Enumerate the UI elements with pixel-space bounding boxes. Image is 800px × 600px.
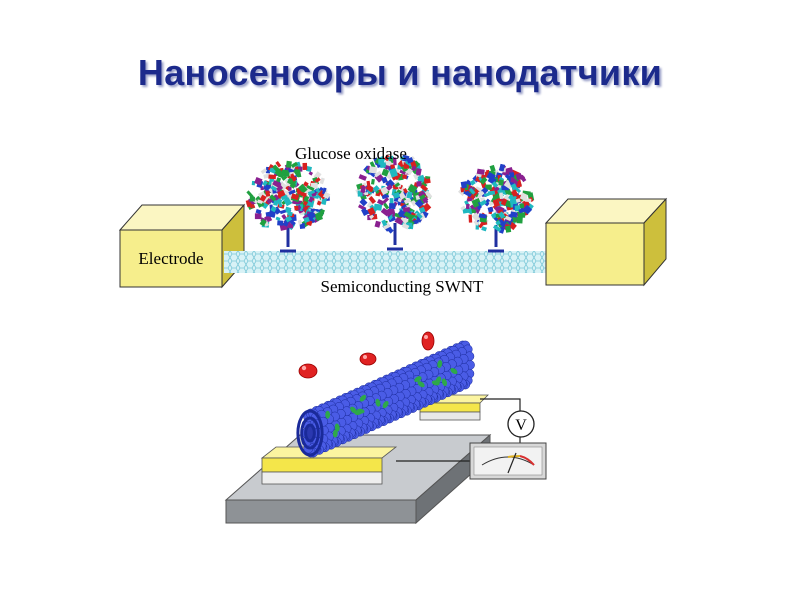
slide-title: Наносенсоры и нанодатчики: [137, 52, 663, 93]
analyte-molecules: [298, 331, 435, 379]
swnt-nanotube: [224, 251, 550, 273]
enzyme-stems: [280, 223, 504, 253]
attached-molecules: [325, 360, 458, 438]
carbon-nanotube: [296, 340, 475, 458]
glucose-oxidase-label: Glucose oxidase: [295, 144, 407, 163]
swnt-label: Semiconducting SWNT: [321, 277, 485, 296]
front-gold-electrode: [260, 446, 398, 485]
nanotube-fet-sensor: V: [224, 331, 547, 525]
electrode-label: Electrode: [138, 249, 203, 268]
glucose-oxidase-enzymes: [245, 154, 535, 234]
voltmeter-label: V: [515, 417, 527, 434]
voltmeter: V: [507, 410, 535, 438]
right-electrode: [544, 197, 668, 287]
current-meter-gauge: [469, 442, 547, 480]
glucose-sensor-diagram: Electrode Glucose oxidase Semiconducting…: [118, 144, 668, 296]
left-electrode: Electrode: [118, 203, 246, 289]
